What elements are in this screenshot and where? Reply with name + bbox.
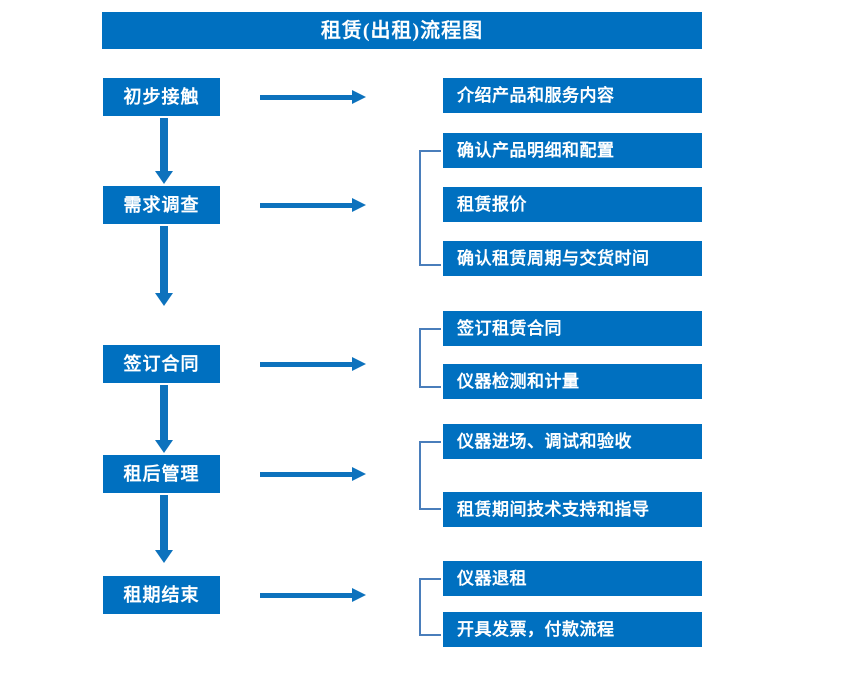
detail-box-3-1[interactable]: 签订租赁合同: [443, 311, 702, 346]
stage-box-5[interactable]: 租期结束: [103, 576, 220, 614]
stage-connector-arrow-1-2: [155, 118, 173, 184]
arrow-head-down-icon: [155, 293, 173, 306]
stage-box-1[interactable]: 初步接触: [103, 78, 220, 116]
detail-box-5-2[interactable]: 开具发票，付款流程: [443, 612, 702, 647]
arrow-head-down-icon: [155, 171, 173, 184]
detail-box-4-2[interactable]: 租赁期间技术支持和指导: [443, 492, 702, 527]
stage-to-details-arrow-2: [260, 198, 366, 212]
detail-box-2-1[interactable]: 确认产品明细和配置: [443, 133, 702, 168]
stage-to-details-arrow-3: [260, 357, 366, 371]
detail-box-5-1[interactable]: 仪器退租: [443, 561, 702, 596]
stage-to-details-arrow-5: [260, 588, 366, 602]
arrow-shaft: [260, 95, 352, 100]
arrow-shaft: [160, 495, 168, 550]
stage-connector-arrow-4-5: [155, 495, 173, 563]
arrow-head-icon: [352, 467, 366, 481]
stage-to-details-arrow-1: [260, 90, 366, 104]
arrow-shaft: [260, 362, 352, 367]
arrow-shaft: [160, 226, 168, 293]
stage-connector-arrow-3-4: [155, 385, 173, 453]
detail-box-2-3[interactable]: 确认租赁周期与交货时间: [443, 241, 702, 276]
detail-group-bracket-2: [419, 150, 441, 266]
detail-group-bracket-4: [419, 441, 441, 510]
arrow-shaft: [260, 593, 352, 598]
detail-group-bracket-5: [419, 578, 441, 636]
arrow-head-icon: [352, 357, 366, 371]
stage-box-3[interactable]: 签订合同: [103, 345, 220, 383]
stage-box-4[interactable]: 租后管理: [103, 455, 220, 493]
arrow-head-icon: [352, 198, 366, 212]
arrow-shaft: [260, 472, 352, 477]
arrow-head-down-icon: [155, 550, 173, 563]
detail-box-1-1[interactable]: 介绍产品和服务内容: [443, 78, 702, 113]
detail-box-3-2[interactable]: 仪器检测和计量: [443, 364, 702, 399]
stage-box-2[interactable]: 需求调查: [103, 186, 220, 224]
arrow-head-icon: [352, 588, 366, 602]
stage-connector-arrow-2-3: [155, 226, 173, 306]
arrow-head-down-icon: [155, 440, 173, 453]
page-title: 租赁(出租)流程图: [102, 12, 702, 49]
detail-group-bracket-3: [419, 328, 441, 388]
arrow-head-icon: [352, 90, 366, 104]
detail-box-2-2[interactable]: 租赁报价: [443, 187, 702, 222]
detail-box-4-1[interactable]: 仪器进场、调试和验收: [443, 424, 702, 459]
arrow-shaft: [260, 203, 352, 208]
arrow-shaft: [160, 118, 168, 171]
stage-to-details-arrow-4: [260, 467, 366, 481]
arrow-shaft: [160, 385, 168, 440]
